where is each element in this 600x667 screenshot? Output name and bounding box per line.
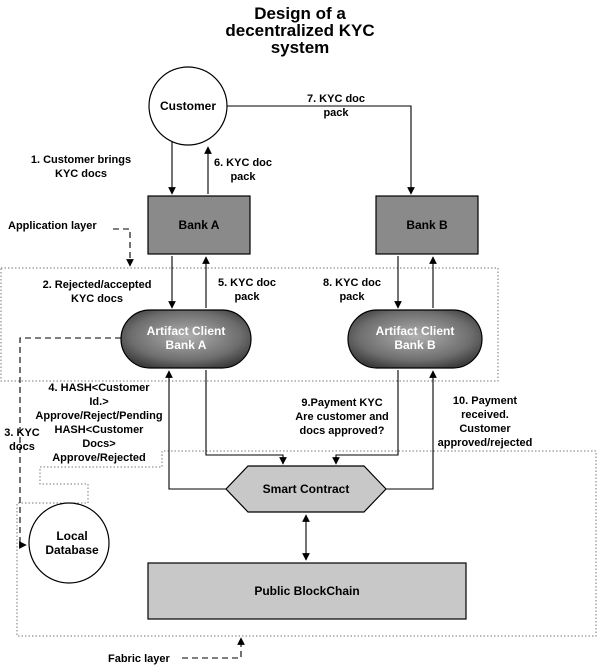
artifact-client-b-label-2: Bank B bbox=[394, 338, 436, 352]
step3-line-2: docs bbox=[9, 441, 35, 453]
step10-line-1: 10. Payment bbox=[453, 395, 518, 407]
public-blockchain-label: Public BlockChain bbox=[254, 584, 359, 598]
bank-a-node bbox=[147, 195, 251, 255]
arrow-artifact-a-to-smart-contract bbox=[205, 370, 287, 465]
step1-line-2: KYC docs bbox=[55, 168, 107, 180]
step7-line-1: 7. KYC doc bbox=[307, 93, 365, 105]
step2-line-1: 2. Rejected/accepted bbox=[43, 279, 152, 291]
step4-line-1: 4. HASH<Customer bbox=[48, 382, 150, 394]
step5-line-1: 5. KYC doc bbox=[218, 277, 276, 289]
bank-a-label: Bank A bbox=[179, 218, 220, 232]
step1-line-1: 1. Customer brings bbox=[31, 154, 131, 166]
step5-line-2: pack bbox=[234, 291, 260, 303]
step10-line-3: Customer bbox=[459, 423, 511, 435]
arrow-artifact-a-to-local-database bbox=[19, 337, 121, 549]
step9-line-3: docs approved? bbox=[300, 425, 385, 437]
step9-line-2: Are customer and bbox=[295, 411, 389, 423]
smart-contract-label: Smart Contract bbox=[263, 482, 350, 496]
step4-line-2: Id.> bbox=[89, 396, 108, 408]
arrow-application-layer-pointer bbox=[113, 228, 134, 267]
local-database-node bbox=[28, 502, 110, 584]
step4-line-3: Approve/Reject/Pending bbox=[35, 410, 162, 422]
application-layer-boundary bbox=[0, 267, 499, 382]
step6-line-1: 6. KYC doc bbox=[214, 157, 272, 169]
step7-line-2: pack bbox=[323, 107, 349, 119]
artifact-client-a-label-1: Artifact Client bbox=[147, 324, 226, 338]
step8-line-1: 8. KYC doc bbox=[323, 277, 381, 289]
step10-line-2: received. bbox=[461, 409, 509, 421]
title-line-3: system bbox=[271, 38, 330, 57]
arrow-smart-contract-to-artifact-a bbox=[165, 370, 226, 490]
artifact-client-a-label-2: Bank A bbox=[166, 338, 207, 352]
step8-line-2: pack bbox=[339, 291, 365, 303]
local-database-label-1: Local bbox=[56, 529, 87, 543]
step3-line-1: 3. KYC bbox=[4, 427, 40, 439]
bank-b-label: Bank B bbox=[406, 218, 448, 232]
arrow-customer-to-bank-b bbox=[227, 105, 415, 195]
connectors bbox=[165, 105, 437, 561]
step9-line-1: 9.Payment KYC bbox=[301, 397, 382, 409]
artifact-client-a-node bbox=[120, 309, 252, 369]
diagram-title: Design of a decentralized KYC system bbox=[225, 4, 374, 57]
customer-label: Customer bbox=[160, 99, 216, 113]
artifact-client-b-node bbox=[347, 309, 483, 369]
application-layer-label: Application layer bbox=[8, 220, 97, 232]
step4-line-5: Docs> bbox=[82, 438, 115, 450]
fabric-layer-label: Fabric layer bbox=[108, 653, 170, 665]
step4-line-6: Approve/Rejected bbox=[52, 452, 146, 464]
step2-line-2: KYC docs bbox=[71, 293, 123, 305]
bank-b-node bbox=[375, 195, 479, 255]
artifact-client-b-label-1: Artifact Client bbox=[376, 324, 455, 338]
dashed-connectors bbox=[19, 228, 245, 659]
title-line-2: decentralized KYC bbox=[225, 21, 374, 40]
arrow-smart-contract-to-artifact-b bbox=[386, 370, 437, 490]
step4-line-4: HASH<Customer bbox=[55, 424, 145, 436]
step-labels: 1. Customer brings KYC docs 6. KYC doc p… bbox=[4, 93, 532, 665]
fabric-layer-boundary bbox=[16, 450, 597, 637]
public-blockchain-node bbox=[147, 562, 467, 620]
step10-line-4: approved/rejected bbox=[438, 437, 533, 449]
local-database-label-2: Database bbox=[45, 543, 99, 557]
arrow-artifact-b-to-smart-contract bbox=[332, 370, 399, 465]
step6-line-2: pack bbox=[230, 171, 256, 183]
title-line-1: Design of a bbox=[254, 4, 346, 23]
arrow-fabric-layer-pointer bbox=[182, 637, 245, 659]
